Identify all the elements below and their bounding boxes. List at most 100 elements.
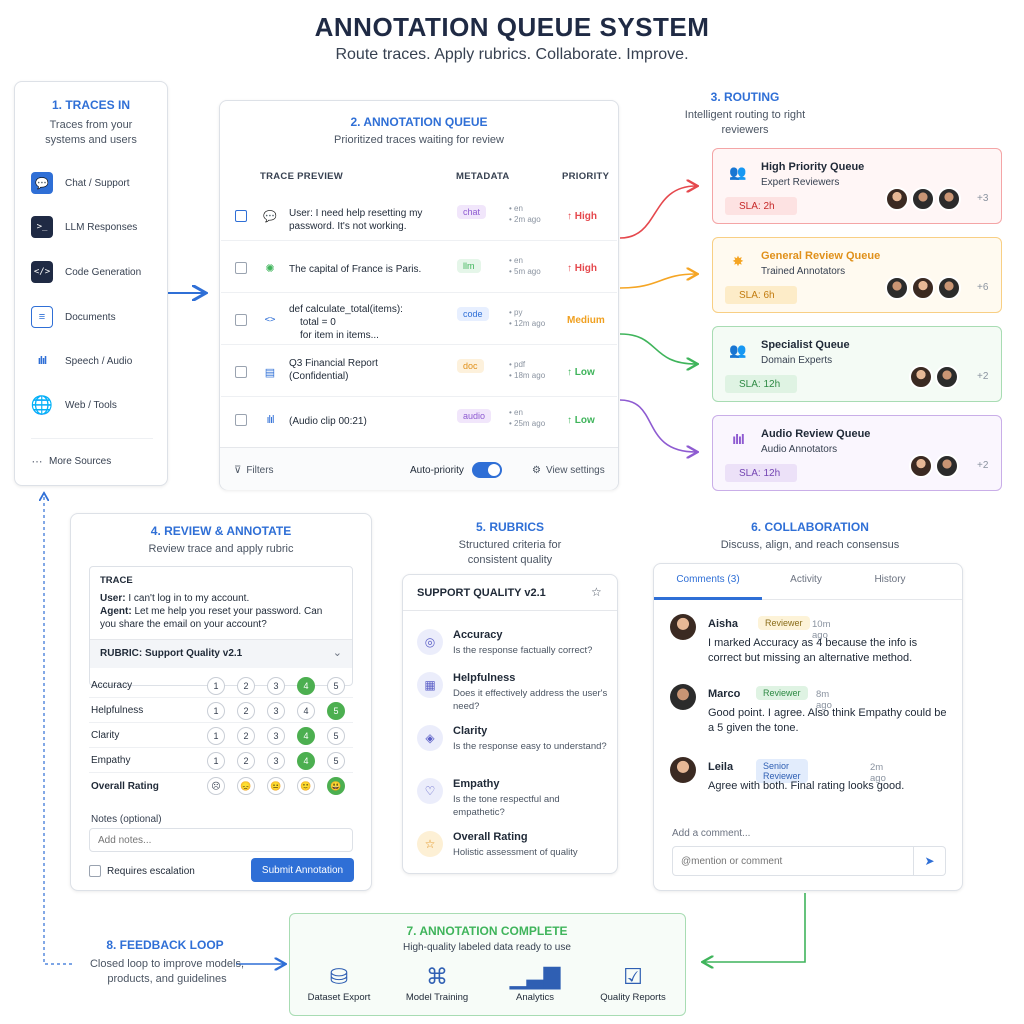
row-checkbox[interactable] — [235, 414, 247, 426]
score-button[interactable]: 1 — [207, 677, 225, 695]
source-more[interactable]: ⋯ More Sources — [31, 450, 111, 472]
queue-row[interactable]: ▤ Q3 Financial Report (Confidential) doc… — [221, 347, 617, 397]
row-checkbox[interactable] — [235, 366, 247, 378]
face-very-sad-icon[interactable]: ☹ — [207, 777, 225, 795]
queue-name: High Priority Queue — [761, 161, 865, 173]
clarity-icon: ◈ — [417, 725, 443, 751]
avatar — [670, 757, 696, 783]
queue-card-general-review[interactable]: ✸ General Review Queue Trained Annotator… — [712, 237, 1002, 313]
trace-meta: • en• 2m ago — [509, 204, 541, 224]
score-button[interactable]: 4 — [297, 727, 315, 745]
source-web[interactable]: 🌐 Web / Tools — [31, 394, 117, 416]
score-button[interactable]: 4 — [297, 752, 315, 770]
score-button[interactable]: 3 — [267, 702, 285, 720]
score-button[interactable]: 4 — [297, 702, 315, 720]
face-very-happy-icon[interactable]: 😃 — [327, 777, 345, 795]
score-button[interactable]: 5 — [327, 702, 345, 720]
face-sad-icon[interactable]: 😞 — [237, 777, 255, 795]
sla-badge: SLA: 6h — [725, 286, 797, 304]
people-icon: 👥 — [729, 163, 747, 180]
send-icon[interactable]: ➤ — [914, 846, 946, 876]
sla-badge: SLA: 2h — [725, 197, 797, 215]
more-reviewers: +2 — [977, 460, 989, 471]
submit-annotation-button[interactable]: Submit Annotation — [251, 858, 354, 882]
queue-row[interactable]: <> def calculate_total(items): total = 0… — [221, 295, 617, 345]
source-label: Web / Tools — [65, 399, 117, 411]
tab-comments[interactable]: Comments (3) — [676, 574, 740, 585]
queue-row[interactable]: 💬 User: I need help resetting my passwor… — [221, 191, 617, 241]
sla-badge: SLA: 12h — [725, 375, 797, 393]
star-icon: ☆ — [417, 831, 443, 857]
tab-activity[interactable]: Activity — [790, 574, 822, 585]
network-icon: ⌘ — [426, 964, 448, 989]
score-button[interactable]: 2 — [237, 702, 255, 720]
source-code[interactable]: </> Code Generation — [31, 261, 141, 283]
rubric-card-title: SUPPORT QUALITY v2.1 — [417, 587, 546, 599]
trace-preview: User: I need help resetting my password.… — [289, 208, 423, 232]
output-dataset-export[interactable]: ⛁Dataset Export — [284, 962, 394, 1003]
document-icon: ≡ — [31, 306, 53, 328]
row-checkbox[interactable] — [235, 210, 247, 222]
output-model-training[interactable]: ⌘Model Training — [382, 962, 492, 1003]
row-checkbox[interactable] — [235, 262, 247, 274]
escalation-checkbox[interactable]: Requires escalation — [89, 865, 195, 877]
column-metadata: METADATA — [456, 171, 510, 182]
source-label: Speech / Audio — [65, 355, 133, 367]
score-button[interactable]: 4 — [297, 677, 315, 695]
notes-input[interactable] — [89, 828, 353, 852]
filters-button[interactable]: ⊽Filters — [234, 465, 274, 476]
queue-name: General Review Queue — [761, 250, 881, 262]
traces-in-subtitle: Traces from your systems and users — [45, 119, 137, 146]
feedback-subtitle: Closed loop to improve models, products,… — [89, 958, 245, 985]
criterion-label: Empathy — [91, 755, 131, 766]
audio-wave-icon: ılıl — [732, 431, 745, 447]
complete-title: 7. ANNOTATION COMPLETE — [406, 924, 568, 938]
people-icon: 👥 — [729, 341, 747, 358]
face-happy-icon[interactable]: 🙂 — [297, 777, 315, 795]
score-button[interactable]: 1 — [207, 702, 225, 720]
trace-meta: • py• 12m ago — [509, 308, 546, 328]
score-button[interactable]: 2 — [237, 752, 255, 770]
output-quality-reports[interactable]: ☑Quality Reports — [578, 962, 688, 1003]
trace-meta: • pdf• 18m ago — [509, 360, 546, 380]
auto-priority-toggle[interactable] — [472, 462, 502, 478]
star-icon[interactable]: ☆ — [591, 585, 602, 599]
trace-box: TRACE User: I can't log in to my account… — [89, 566, 353, 686]
output-analytics[interactable]: ▁▃▇Analytics — [480, 962, 590, 1003]
source-audio[interactable]: ılıl Speech / Audio — [31, 350, 132, 372]
row-checkbox[interactable] — [235, 314, 247, 326]
score-button[interactable]: 1 — [207, 727, 225, 745]
score-button[interactable]: 5 — [327, 677, 345, 695]
score-button[interactable]: 5 — [327, 727, 345, 745]
score-button[interactable]: 3 — [267, 677, 285, 695]
gear-icon: ⚙ — [532, 465, 541, 476]
overall-rating-row: Overall Rating ☹ 😞 😐 🙂 😃 — [89, 772, 353, 800]
rubric-select[interactable]: RUBRIC: Support Quality v2.1 ⌄ — [90, 639, 352, 668]
source-documents[interactable]: ≡ Documents — [31, 306, 116, 328]
queue-row[interactable]: ılıl (Audio clip 00:21) audio • en• 25m … — [221, 397, 617, 447]
bar-chart-icon: ▁▃▇ — [509, 964, 561, 989]
queue-card-audio-review[interactable]: ılıl Audio Review Queue Audio Annotators… — [712, 415, 1002, 491]
score-button[interactable]: 5 — [327, 752, 345, 770]
comment-input[interactable] — [672, 846, 914, 876]
score-button[interactable]: 3 — [267, 727, 285, 745]
source-chat[interactable]: 💬 Chat / Support — [31, 172, 129, 194]
score-button[interactable]: 2 — [237, 677, 255, 695]
tab-history[interactable]: History — [874, 574, 906, 585]
trace-preview: (Audio clip 00:21) — [289, 416, 367, 427]
queue-row[interactable]: ✺ The capital of France is Paris. llm • … — [221, 243, 617, 293]
face-neutral-icon[interactable]: 😐 — [267, 777, 285, 795]
queue-card-high-priority[interactable]: 👥 High Priority Queue Expert Reviewers S… — [712, 148, 1002, 224]
sla-badge: SLA: 12h — [725, 464, 797, 482]
source-llm[interactable]: >_ LLM Responses — [31, 216, 137, 238]
score-button[interactable]: 3 — [267, 752, 285, 770]
queue-card-specialist[interactable]: 👥 Specialist Queue Domain Experts SLA: 1… — [712, 326, 1002, 402]
score-button[interactable]: 1 — [207, 752, 225, 770]
traces-in-title: 1. TRACES IN — [51, 98, 130, 112]
routing-subtitle: Intelligent routing to right reviewers — [684, 109, 806, 136]
view-settings-button[interactable]: ⚙View settings — [532, 465, 605, 476]
collab-subtitle: Discuss, align, and reach consensus — [720, 539, 900, 551]
score-button[interactable]: 2 — [237, 727, 255, 745]
